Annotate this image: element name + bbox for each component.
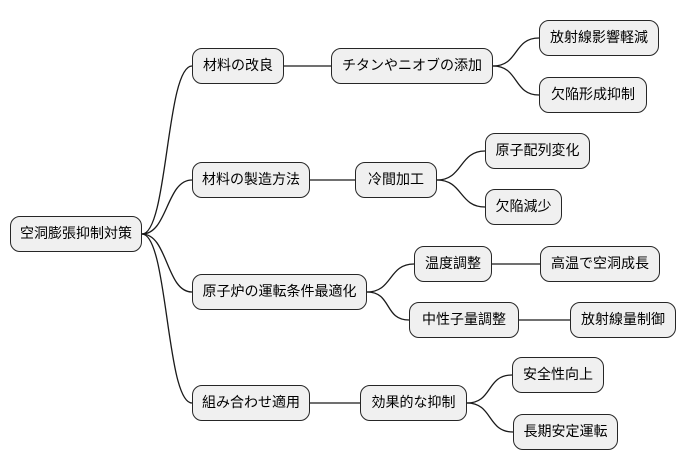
- node-effective-suppression: 効果的な抑制: [360, 385, 467, 421]
- node-high-temp-void-growth: 高温で空洞成長: [540, 246, 660, 282]
- node-radiation-dose-control: 放射線量制御: [570, 302, 676, 338]
- node-combined-application: 組み合わせ適用: [192, 385, 310, 421]
- node-material-improvement: 材料の改良: [192, 48, 284, 84]
- node-long-term-stable-operation: 長期安定運転: [513, 414, 618, 450]
- node-titanium-niobium-addition: チタンやニオブの添加: [331, 48, 493, 84]
- node-defect-formation-suppression: 欠陥形成抑制: [539, 77, 647, 113]
- node-countermeasures-root: 空洞膨張抑制対策: [10, 216, 142, 252]
- node-reactor-operation-optimization: 原子炉の運転条件最適化: [192, 274, 367, 310]
- node-defect-reduction: 欠陥減少: [485, 189, 562, 225]
- node-neutron-amount-adjustment: 中性子量調整: [409, 302, 519, 338]
- node-safety-improvement: 安全性向上: [512, 357, 604, 393]
- node-cold-working: 冷間加工: [355, 162, 437, 198]
- node-atomic-arrangement-change: 原子配列変化: [485, 133, 590, 169]
- node-manufacturing-method: 材料の製造方法: [192, 162, 310, 198]
- node-temperature-adjustment: 温度調整: [414, 246, 492, 282]
- node-radiation-effect-reduction: 放射線影響軽減: [539, 20, 659, 56]
